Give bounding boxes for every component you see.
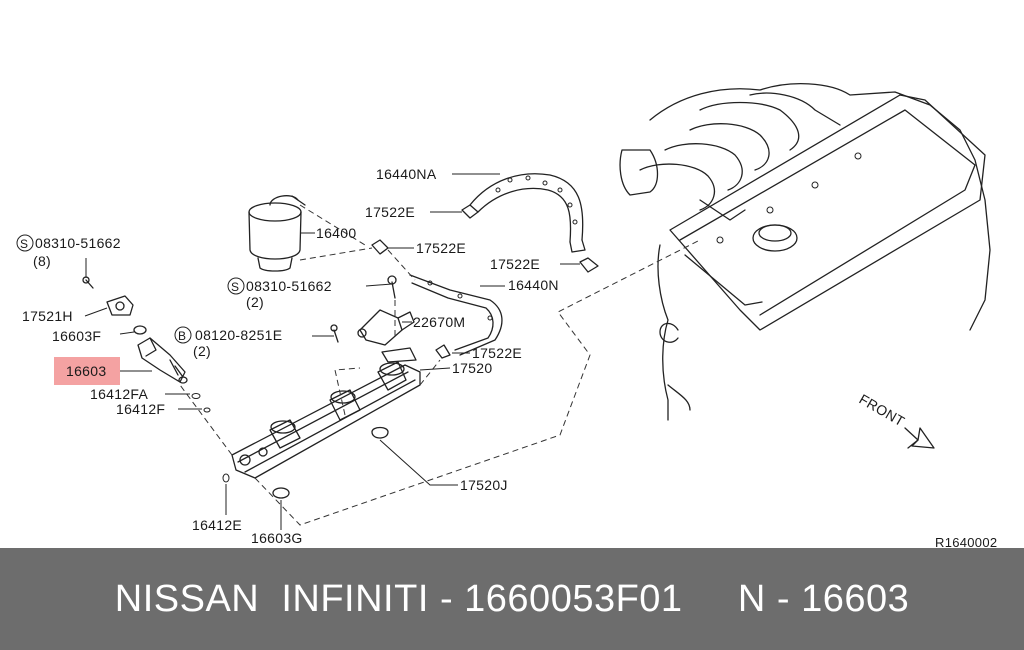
fuel-hoses — [409, 173, 586, 356]
fuel-filter — [248, 195, 306, 272]
label-17521H: 17521H — [22, 308, 73, 324]
symbol-s-circle-a — [16, 234, 34, 252]
label-08310-a-qty: (8) — [33, 253, 51, 269]
hose-clamps — [371, 204, 599, 359]
part-number-caption: NISSAN INFINITI - 1660053F01 N - 16603 — [114, 577, 910, 620]
leader-lines — [84, 173, 580, 530]
label-16412E: 16412E — [192, 517, 242, 533]
front-arrow-icon — [904, 427, 935, 449]
label-16603G: 16603G — [251, 530, 303, 546]
label-22670M: 22670M — [413, 314, 465, 330]
label-16412FA: 16412FA — [90, 386, 149, 402]
symbol-s-b: S — [231, 280, 239, 294]
reference-code: R1640002 — [935, 535, 997, 548]
label-16400: 16400 — [316, 225, 356, 241]
label-16603F: 16603F — [52, 328, 101, 344]
footer-bar: NISSAN INFINITI - 1660053F01 N - 16603 — [0, 548, 1024, 650]
engine-illustration — [619, 83, 991, 421]
label-16412F: 16412F — [116, 401, 165, 417]
label-17522E-a: 17522E — [365, 204, 415, 220]
label-17522E-b: 17522E — [416, 240, 466, 256]
label-16440NA: 16440NA — [376, 166, 437, 182]
label-17522E-c: 17522E — [490, 256, 540, 272]
highlight-box — [54, 357, 120, 385]
symbol-b: B — [178, 329, 186, 343]
front-label: FRONT — [857, 391, 908, 430]
symbol-s-a: S — [20, 237, 28, 251]
assembly-lines — [179, 204, 701, 526]
label-08310-a: 08310-51662 — [35, 235, 121, 251]
label-16440N: 16440N — [508, 277, 559, 293]
label-08310-b-qty: (2) — [246, 294, 264, 310]
fuel-rail — [231, 347, 421, 479]
label-08120-qty: (2) — [193, 343, 211, 359]
diagram-canvas: S S B 16440NA 17522E 16400 17522E 17522E… — [16, 83, 997, 550]
parts-diagram: S S B 16440NA 17522E 16400 17522E 17522E… — [16, 83, 998, 550]
label-08120: 08120-8251E — [195, 327, 282, 343]
symbol-b-circle — [174, 326, 192, 344]
label-17522E-d: 17522E — [472, 345, 522, 361]
symbol-s-circle-b — [227, 277, 245, 295]
label-16603: 16603 — [66, 363, 106, 379]
label-17520J: 17520J — [460, 477, 508, 493]
fuel-injector — [82, 276, 339, 499]
label-17520: 17520 — [452, 360, 492, 376]
label-08310-b: 08310-51662 — [246, 278, 332, 294]
